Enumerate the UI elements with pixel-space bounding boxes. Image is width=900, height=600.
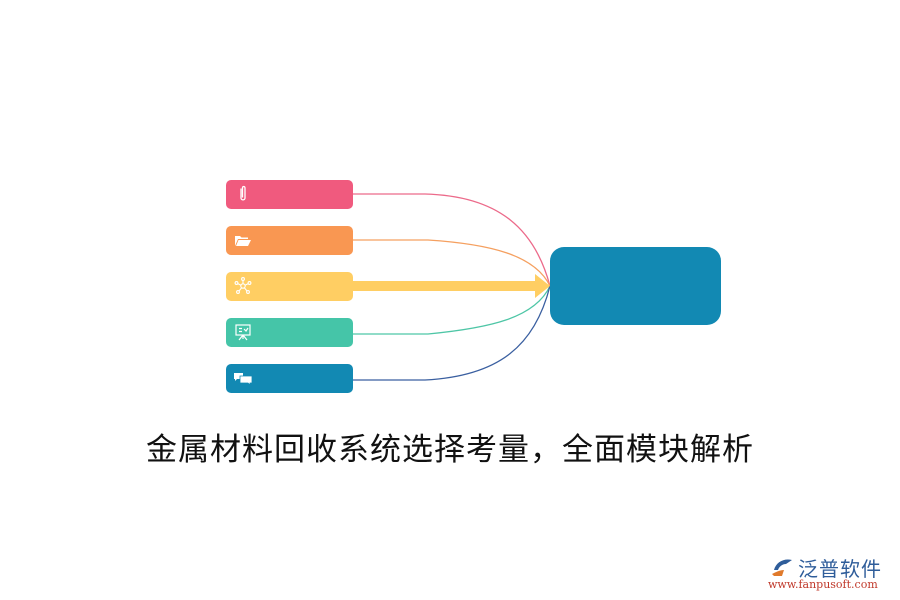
- connector-line-1: [353, 193, 551, 287]
- source-node-5[interactable]: [226, 364, 353, 393]
- watermark-brand: 泛普软件: [798, 557, 882, 581]
- network-nodes-icon: [234, 277, 252, 294]
- connector-line-2: [353, 239, 551, 287]
- fanpu-logo-icon: [772, 559, 792, 576]
- source-node-3[interactable]: [226, 272, 353, 301]
- folder-open-icon: [235, 236, 251, 246]
- source-node-2[interactable]: [226, 226, 353, 255]
- paperclip-icon: [240, 185, 246, 201]
- emphasized-arrow: [352, 274, 550, 298]
- source-node-1[interactable]: [226, 180, 353, 209]
- connector-line-5: [353, 285, 551, 381]
- chat-bubbles-icon: [234, 373, 253, 386]
- watermark-logo: 泛普软件 www.fanpusoft.com: [768, 553, 896, 593]
- connector-line-4: [353, 285, 551, 335]
- target-node[interactable]: [550, 247, 721, 325]
- watermark-url: www.fanpusoft.com: [768, 578, 878, 591]
- source-node-4[interactable]: [226, 318, 353, 347]
- diagram-title: 金属材料回收系统选择考量，全面模块解析: [146, 432, 754, 468]
- presentation-board-icon: [235, 324, 251, 341]
